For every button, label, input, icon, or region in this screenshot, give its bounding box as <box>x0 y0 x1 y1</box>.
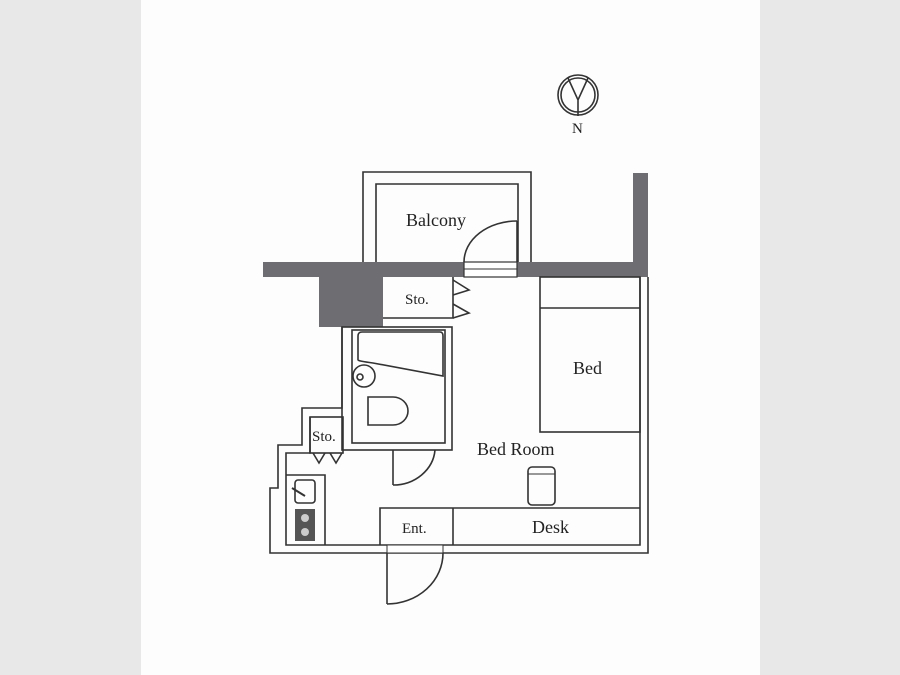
storage-small: Sto. <box>309 416 344 465</box>
storage-top: Sto. <box>383 277 472 319</box>
sink-icon <box>352 364 376 388</box>
stool-icon <box>527 466 556 506</box>
toilet-icon <box>367 396 409 426</box>
floor-plan-sheet <box>141 0 760 675</box>
bedroom-label: Bed Room <box>477 439 555 459</box>
balcony: Balcony <box>362 171 532 262</box>
kitchen <box>286 474 326 545</box>
compass-north-label: N <box>572 121 583 137</box>
bed-label: Bed <box>573 358 602 378</box>
storage-small-label: Sto. <box>312 429 336 445</box>
balcony-door <box>463 220 518 263</box>
entrance-door <box>386 544 444 605</box>
bed: Bed <box>539 276 641 433</box>
compass-icon: N <box>557 74 599 137</box>
storage-top-label: Sto. <box>405 292 429 308</box>
entrance-label: Ent. <box>402 521 427 537</box>
bathroom <box>341 326 453 451</box>
bathroom-door <box>392 449 436 486</box>
entrance-desk: Ent. Desk <box>379 507 640 545</box>
desk-label: Desk <box>532 517 569 537</box>
kitchen-sink-icon <box>294 479 316 504</box>
walls <box>263 173 648 327</box>
stove-icon <box>295 509 315 541</box>
balcony-label: Balcony <box>406 210 466 230</box>
